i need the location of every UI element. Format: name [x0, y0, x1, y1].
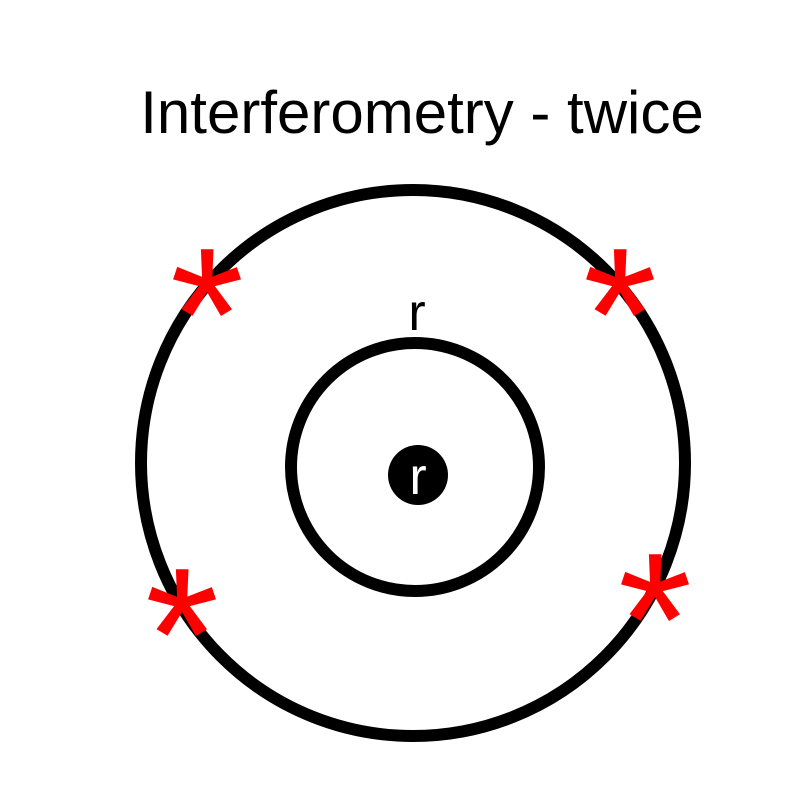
star-marker-top-left: *	[170, 209, 244, 421]
center-radius-label: r	[409, 448, 426, 506]
outer-ring	[135, 184, 691, 742]
star-marker-bottom-left: *	[145, 529, 219, 741]
star-marker-bottom-right: *	[618, 514, 692, 726]
center-dot	[388, 445, 448, 505]
inner-ring	[285, 337, 545, 597]
star-marker-top-right: *	[583, 209, 657, 421]
inner-ring-radius-label: r	[408, 284, 425, 342]
diagram-title: Interferometry - twice	[140, 79, 704, 146]
